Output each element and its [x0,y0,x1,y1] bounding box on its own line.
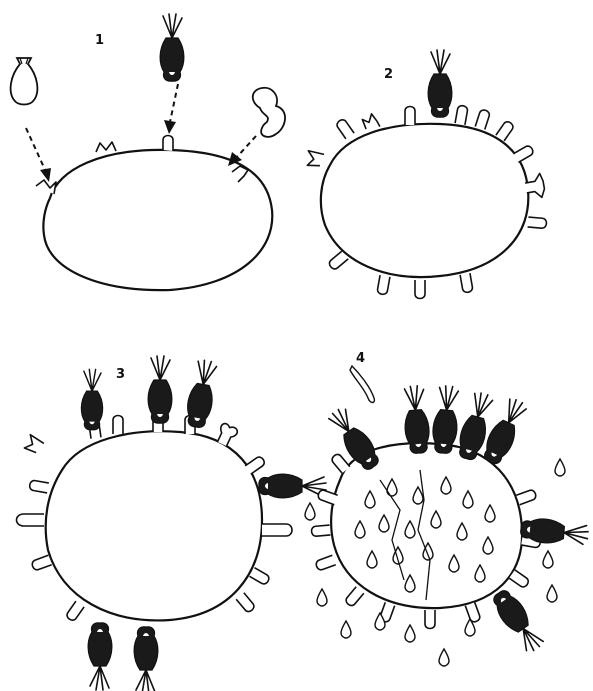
panel-label-1: 1 [95,33,104,48]
flagellated-dark-cell-icon [160,14,184,81]
released-fragment [350,366,374,403]
panel-3: 3 [17,356,327,691]
panel-label-2: 2 [384,67,393,82]
curled-cell-icon [253,88,285,137]
host-cell-2 [321,124,528,277]
panel-2: 2 [304,50,547,299]
arrow-1a [26,128,46,172]
arrow-1c [236,136,256,158]
arrow-1b [170,84,178,122]
panel-4: 4 [305,351,589,666]
panel-1: 1 [11,14,285,290]
panel-label-4: 4 [356,351,365,366]
flask-shaped-cell-icon [11,58,38,105]
panel-label-3: 3 [116,367,125,382]
host-cell-3 [46,431,262,620]
